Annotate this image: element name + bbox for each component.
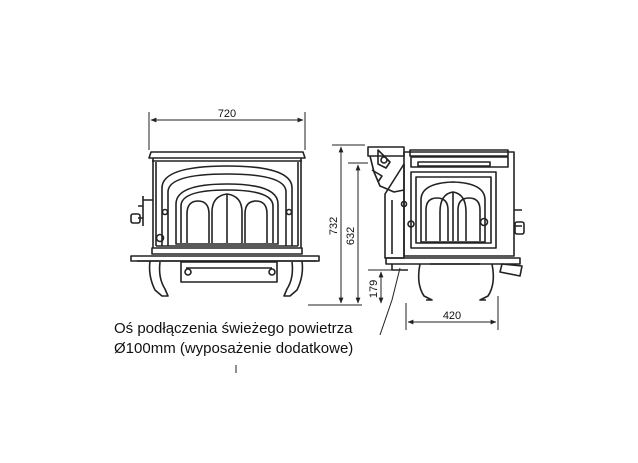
height-dimensions	[332, 144, 392, 304]
height-inlet-label: 179	[368, 280, 380, 298]
air-inlet-annotation-line-1: Oś podłączenia świeżego powietrza	[114, 320, 353, 337]
width-dimension	[148, 112, 306, 150]
depth-dimension	[405, 296, 499, 330]
air-inlet-annotation-line-2: Ø100mm (wyposażenie dodatkowe)	[114, 340, 354, 357]
width-label: 720	[218, 108, 236, 120]
depth-label: 420	[443, 310, 461, 322]
air-inlet-leader	[379, 267, 401, 336]
front-view-stove	[130, 151, 320, 297]
side-view-stove	[367, 146, 525, 301]
height-total-label: 732	[328, 217, 340, 235]
height-flue-label: 632	[345, 227, 357, 245]
